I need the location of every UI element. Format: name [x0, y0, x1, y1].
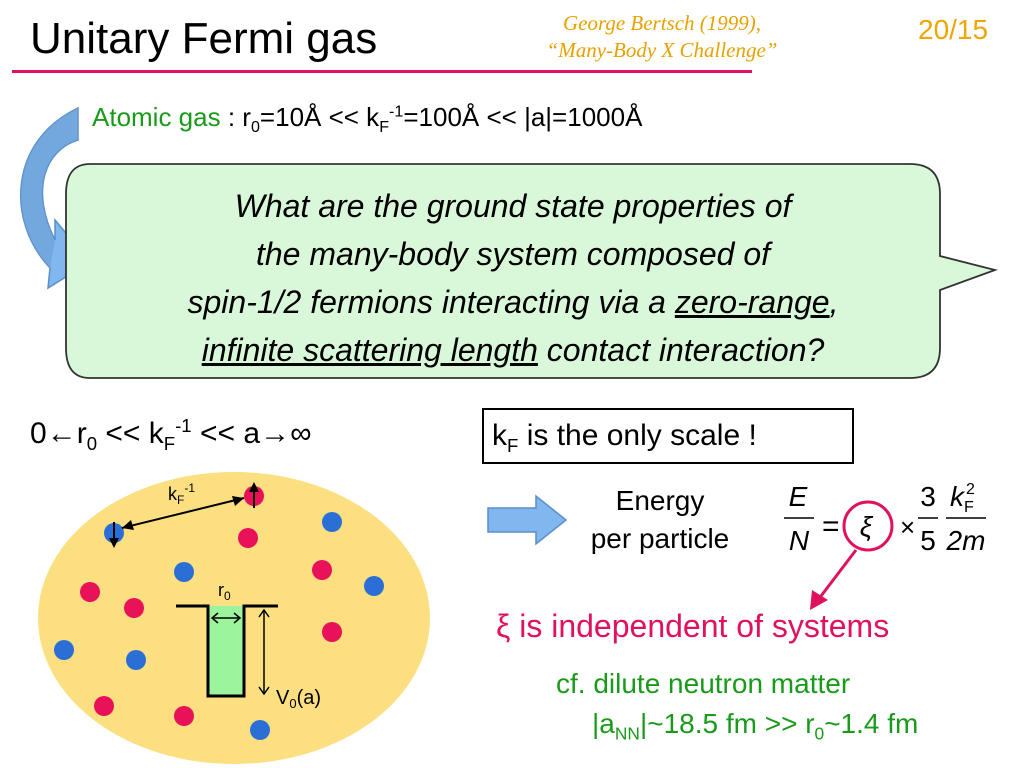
question-line-1: What are the ground state properties of: [234, 188, 792, 224]
reference-line-2: “Many-Body X Challenge”: [546, 38, 778, 62]
page-number: 20/15: [918, 14, 989, 45]
xi-highlight-circle: [842, 500, 894, 552]
svg-text:×: ×: [900, 512, 915, 542]
energy-formula: E N = ξ × 3 5 k F 2 2m: [784, 481, 986, 610]
svg-text:E: E: [789, 481, 808, 512]
particle-red: [94, 696, 114, 716]
particle-blue: [250, 720, 270, 740]
kf-inverse-label: kF-1: [168, 481, 195, 507]
atomic-gas-scales: Atomic gas : r0=10Å << kF-1=100Å << |a|=…: [92, 102, 643, 137]
particle-blue: [126, 650, 146, 670]
right-arrow-icon: →: [260, 417, 291, 450]
question-line-3: spin-1/2 fermions interacting via a zero…: [187, 284, 839, 320]
question-text: What are the ground state properties of …: [82, 182, 944, 374]
svg-text:N: N: [789, 525, 810, 556]
particle-red: [322, 622, 342, 642]
neutron-matter-note: cf. dilute neutron matter: [556, 668, 851, 699]
atomic-gas-label: Atomic gas: [92, 102, 221, 132]
svg-text:3: 3: [920, 481, 936, 512]
particles: [54, 486, 384, 740]
question-line-2: the many-body system composed of: [255, 236, 770, 272]
r0-label: r0: [218, 580, 231, 603]
particle-blue: [364, 576, 384, 596]
svg-text:ξ: ξ: [860, 511, 874, 542]
xi-pointer-arrow: [816, 549, 858, 601]
svg-text:F: F: [964, 499, 974, 516]
reference: George Bertsch (1999), “Many-Body X Chal…: [512, 10, 812, 64]
particle-blue: [322, 512, 342, 532]
particle-blue: [174, 562, 194, 582]
reference-line-1: George Bertsch (1999),: [562, 11, 762, 35]
svg-text:k: k: [950, 481, 966, 512]
svg-text:5: 5: [920, 525, 936, 556]
svg-text:=: =: [822, 510, 840, 543]
unitary-limits: 0←r0 << kF-1 << a→∞: [30, 415, 312, 454]
svg-text:2m: 2m: [946, 525, 986, 556]
particle-blue: [54, 640, 74, 660]
xi-pointer-arrowhead: [810, 590, 828, 610]
particle-red: [174, 706, 194, 726]
particle-red: [124, 598, 144, 618]
particle-red: [238, 528, 258, 548]
particle-red: [80, 582, 100, 602]
slide-title: Unitary Fermi gas: [30, 14, 378, 63]
xi-independent-statement: ξ is independent of systems: [496, 608, 890, 644]
potential-well: [208, 606, 244, 696]
question-callout: [65, 163, 999, 379]
svg-text:2: 2: [966, 481, 975, 498]
right-block-arrow-icon: [487, 494, 568, 546]
neutron-scattering-length: |aNN|~18.5 fm >> r0~1.4 fm: [592, 708, 919, 744]
xi-symbol: ξ: [496, 608, 511, 644]
fermi-gas-diagram: kF-1 r0 V0(a): [38, 472, 430, 764]
v0-label: V0(a): [276, 687, 321, 711]
energy-per-particle-label: Energy per particle: [590, 485, 730, 554]
particle-red: [312, 560, 332, 580]
kf-inverse-arrow: [121, 497, 245, 529]
left-arrow-icon: ←: [46, 417, 77, 450]
question-line-4: infinite scattering length contact inter…: [201, 332, 825, 368]
only-scale-box: kF is the only scale !: [482, 408, 854, 464]
title-underline: [12, 70, 752, 73]
